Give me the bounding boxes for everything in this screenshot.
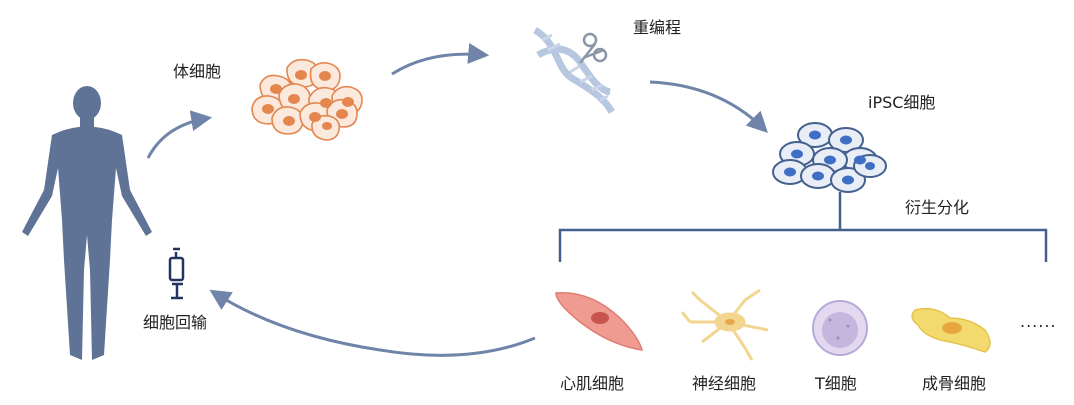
label-osteo: 成骨细胞 [922, 374, 987, 393]
label-neuron: 神经细胞 [692, 374, 757, 393]
human-figure-icon [22, 86, 152, 360]
osteoblast-icon [911, 307, 991, 353]
neuron-icon [680, 288, 769, 361]
arrow-to-reprogram [391, 43, 490, 76]
label-tcell: T细胞 [815, 374, 857, 393]
label-more: ...... [1020, 312, 1057, 331]
somatic-nuclei [262, 70, 354, 130]
label-cardio: 心肌细胞 [560, 374, 625, 393]
arrow-to-somatic [146, 110, 213, 159]
dna-helix-icon [533, 27, 616, 114]
label-somatic: 体细胞 [173, 62, 222, 81]
cardiomyocyte-icon [555, 291, 644, 351]
arrow-reinfusion [209, 289, 536, 357]
syringe-icon [168, 247, 185, 300]
differentiation-bracket [558, 192, 1048, 262]
label-reprogram: 重编程 [633, 18, 682, 37]
label-differentiation: 衍生分化 [905, 198, 970, 217]
arrow-to-ipsc [649, 80, 768, 133]
label-ipsc: iPSC细胞 [868, 93, 936, 112]
t-cell-icon [812, 300, 868, 356]
scissors-icon [579, 32, 608, 64]
ipsc-nuclei [784, 130, 875, 185]
label-reinfusion: 细胞回输 [143, 313, 208, 332]
